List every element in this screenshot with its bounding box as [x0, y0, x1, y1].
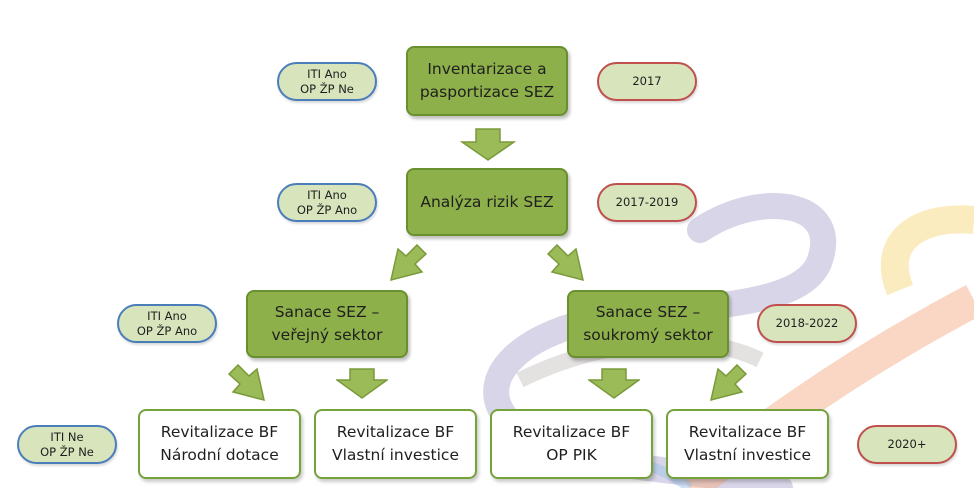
funding-tag-line2: OP ŽP Ne [40, 444, 94, 459]
node-sanace-verejny-line1: Sanace SEZ – [274, 303, 380, 321]
node-revitalizace-narodni-line2: Národní dotace [160, 446, 279, 464]
node-inventarizace: Inventarizace a pasportizace SEZ [406, 46, 568, 116]
node-revitalizace-op-pik: Revitalizace BF OP PIK [490, 409, 653, 479]
funding-tag: ITI Ano OP ŽP Ne [277, 62, 377, 101]
arrow-down-icon [460, 128, 516, 161]
funding-tag-line2: OP ŽP Ano [136, 323, 198, 338]
node-sanace-soukromy-line2: soukromý sektor [583, 326, 713, 344]
node-sanace-soukromy: Sanace SEZ – soukromý sektor [567, 290, 729, 358]
funding-tag-line1: ITI Ano [307, 66, 347, 81]
node-inventarizace-line1: Inventarizace a [427, 60, 547, 78]
year-tag: 2020+ [857, 425, 957, 464]
node-revitalizace-vlastni-1-line2: Vlastní investice [332, 446, 459, 464]
funding-tag: ITI Ano OP ŽP Ano [117, 304, 217, 343]
node-revitalizace-vlastni-2: Revitalizace BF Vlastní investice [666, 409, 829, 479]
funding-tag: ITI Ne OP ŽP Ne [17, 425, 117, 464]
funding-tag-line1: ITI Ano [147, 308, 187, 323]
node-revitalizace-vlastni-2-line2: Vlastní investice [684, 446, 811, 464]
year-tag-label: 2017 [632, 74, 662, 88]
node-revitalizace-narodni: Revitalizace BF Národní dotace [138, 409, 301, 479]
arrow-down-left-icon [389, 244, 428, 282]
arrow-down-left-icon [228, 364, 266, 402]
year-tag-label: 2020+ [887, 437, 927, 451]
node-analyza-rizik: Analýza rizik SEZ [406, 168, 568, 236]
arrow-down-icon [588, 368, 640, 399]
funding-tag-line2: OP ŽP Ano [296, 202, 358, 217]
node-revitalizace-vlastni-1: Revitalizace BF Vlastní investice [314, 409, 477, 479]
funding-tag-line1: ITI Ne [50, 429, 84, 444]
funding-tag-line1: ITI Ano [307, 187, 347, 202]
node-sanace-soukromy-line1: Sanace SEZ – [595, 303, 701, 321]
arrow-down-left-icon [709, 364, 748, 402]
node-revitalizace-vlastni-1-line1: Revitalizace BF [336, 423, 455, 441]
node-analyza-rizik-label: Analýza rizik SEZ [420, 192, 554, 211]
node-revitalizace-narodni-line1: Revitalizace BF [160, 423, 279, 441]
node-revitalizace-vlastni-2-line1: Revitalizace BF [688, 423, 807, 441]
year-tag-label: 2017-2019 [615, 195, 679, 209]
node-sanace-verejny: Sanace SEZ – veřejný sektor [246, 290, 408, 358]
arrow-down-right-icon [546, 244, 585, 282]
funding-tag-line2: OP ŽP Ne [300, 81, 354, 96]
year-tag: 2017-2019 [597, 183, 697, 222]
node-sanace-verejny-line2: veřejný sektor [271, 326, 383, 344]
year-tag: 2017 [597, 62, 697, 101]
arrow-down-icon [336, 368, 388, 399]
funding-tag: ITI Ano OP ŽP Ano [277, 183, 377, 222]
node-revitalizace-op-pik-line2: OP PIK [546, 446, 597, 464]
node-inventarizace-line2: pasportizace SEZ [419, 83, 555, 101]
node-revitalizace-op-pik-line1: Revitalizace BF [512, 423, 631, 441]
year-tag: 2018-2022 [757, 304, 857, 343]
year-tag-label: 2018-2022 [775, 316, 839, 330]
